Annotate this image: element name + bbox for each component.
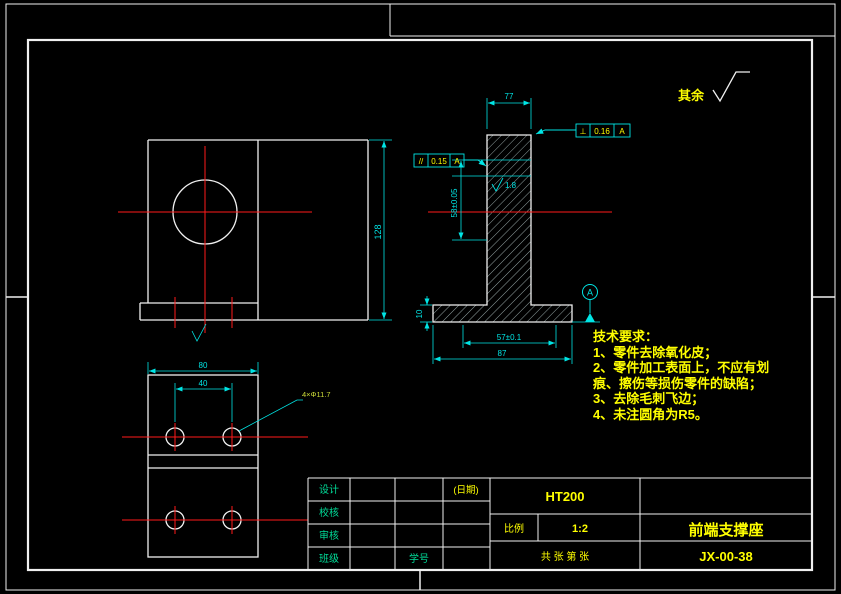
- datum-triangle: [585, 313, 595, 322]
- title-design-label: 设计: [319, 483, 339, 496]
- scale-value: 1:2: [572, 523, 588, 535]
- dim-section-base-width: 87: [498, 349, 507, 358]
- drawing-number: JX-00-38: [699, 549, 752, 564]
- perpendicularity-tolerance: 0.16: [594, 127, 610, 136]
- technical-requirements: 技术要求： 1、零件去除氧化皮； 2、零件加工表面上，不应有划 痕、擦伤等损伤零…: [593, 329, 811, 422]
- fcf-perpendicularity: ⊥ 0.16 A: [535, 123, 631, 138]
- surface-note: 其余: [678, 71, 750, 103]
- datum-circle: [582, 284, 598, 300]
- technical-requirement-line: 2、零件加工表面上，不应有划: [593, 360, 770, 375]
- title-block-grid: [307, 477, 812, 570]
- title-check-label: 校核: [319, 506, 339, 519]
- section-view: 77 58±0.05 1.8 57±0.1 87 10: [413, 92, 631, 364]
- roughness-value-section: 1.8: [505, 181, 517, 190]
- roughness-symbol-section: [491, 177, 504, 192]
- title-date-label: (日期): [453, 485, 478, 496]
- top-view-centerlines: [122, 423, 308, 534]
- border-frame: [5, 3, 836, 591]
- title-block: 设计 校核 审核 班级 学号 (日期) HT200 比例 1:2 共 张 第 张…: [307, 477, 812, 570]
- outer-border: [5, 3, 836, 591]
- top-view: 80 40 4×Φ11.7: [122, 361, 331, 558]
- front-view: 128: [118, 139, 392, 342]
- part-name: 前端支撑座: [688, 521, 763, 539]
- hole-callout: 4×Φ11.7: [302, 390, 331, 399]
- roughness-symbol-front: [191, 323, 207, 342]
- parallelism-symbol: //: [419, 157, 424, 166]
- fcf-parallelism: // 0.15 A: [413, 153, 487, 168]
- dim-section-top-width: 77: [505, 92, 514, 101]
- title-audit-label: 审核: [319, 529, 339, 542]
- sheet-count-label: 共 张 第 张: [541, 550, 589, 563]
- technical-requirement-line: 1、零件去除氧化皮；: [593, 344, 718, 360]
- title-class-label: 班级: [319, 553, 339, 565]
- dim-front-height: 128: [373, 224, 383, 239]
- dim-section-base-inner: 57±0.1: [497, 333, 522, 342]
- technical-requirement-line: 4、未注圆角为R5。: [593, 406, 708, 422]
- front-centerlines: [118, 146, 312, 333]
- scale-label: 比例: [504, 522, 524, 535]
- technical-requirement-line: 3、去除毛刺飞边；: [593, 391, 705, 406]
- dim-hole-spacing: 40: [199, 379, 208, 388]
- technical-requirements-title: 技术要求：: [593, 329, 659, 344]
- dim-top-width: 80: [199, 361, 208, 370]
- dim-section-base-thickness: 10: [415, 309, 424, 318]
- perpendicularity-symbol: ⊥: [580, 127, 587, 136]
- parallelism-datum: A: [454, 157, 460, 166]
- parallelism-tolerance: 0.15: [431, 157, 447, 166]
- hole-callout-leader: [238, 399, 303, 432]
- title-student-id-label: 学号: [409, 552, 429, 565]
- roughness-symbol-general: [712, 71, 750, 103]
- technical-requirement-line: 痕、擦伤等损伤零件的缺陷；: [593, 375, 763, 391]
- perpendicularity-datum: A: [619, 127, 625, 136]
- dim-section-column: 58±0.05: [450, 188, 459, 217]
- datum-feature-A: A: [572, 284, 600, 323]
- surface-note-label: 其余: [678, 88, 705, 103]
- datum-label: A: [587, 288, 593, 298]
- material-value: HT200: [545, 489, 584, 504]
